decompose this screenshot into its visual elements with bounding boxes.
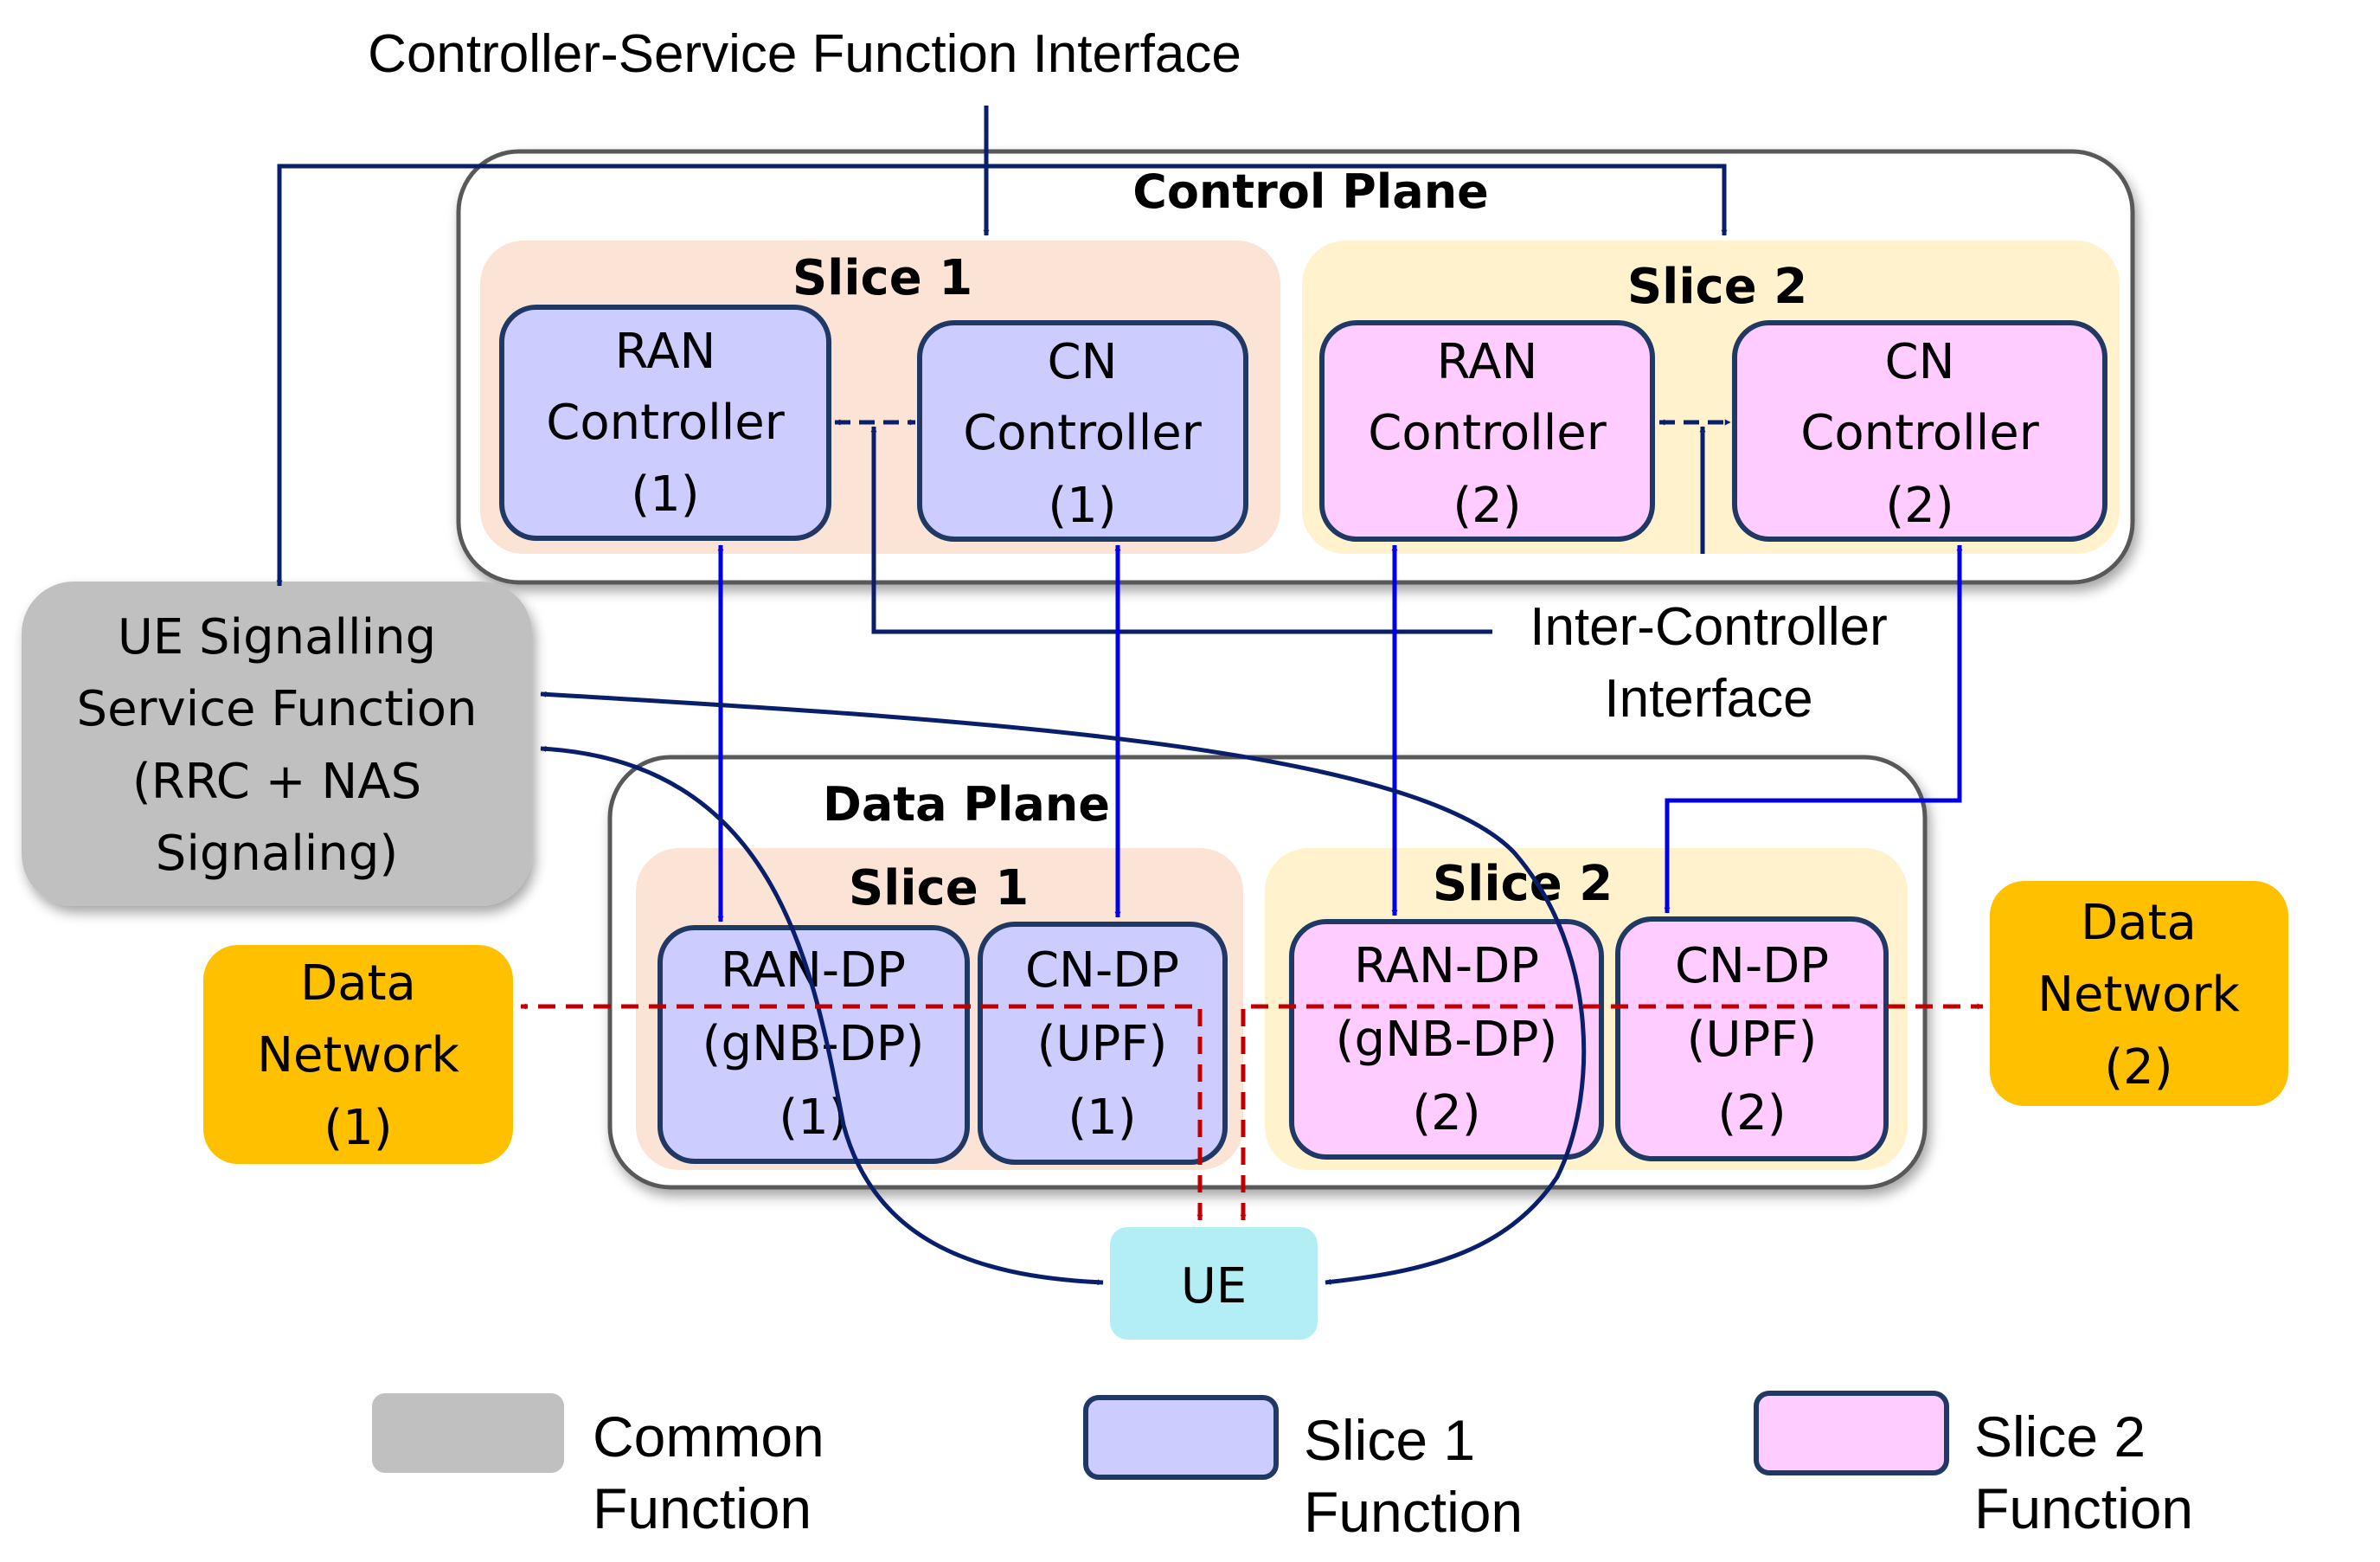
- svg-text:RAN-DP: RAN-DP: [1354, 938, 1539, 994]
- svg-text:Slice 2: Slice 2: [1974, 1405, 2146, 1469]
- svg-text:(gNB-DP): (gNB-DP): [1336, 1012, 1558, 1068]
- cn-dp-1: CN-DP (UPF) (1): [978, 922, 1228, 1165]
- svg-text:Function: Function: [1304, 1480, 1523, 1544]
- controller-service-interface-lines: [276, 106, 1728, 587]
- controller-service-interface-label: Controller-Service Function Interface: [368, 24, 1241, 84]
- svg-text:CN-DP: CN-DP: [1675, 938, 1829, 994]
- cn-controller-1: CN Controller (1): [917, 320, 1248, 542]
- svg-text:Common: Common: [593, 1405, 824, 1469]
- legend-slice-2: Slice 2 Function: [1754, 1391, 2193, 1540]
- ue-device: UE: [1110, 1227, 1318, 1340]
- svg-text:(1): (1): [1068, 1090, 1136, 1146]
- cn-controller-2: CN Controller (2): [1732, 320, 2107, 542]
- svg-text:RAN: RAN: [615, 324, 716, 380]
- svg-text:Controller: Controller: [1368, 405, 1607, 461]
- svg-text:(1): (1): [1048, 478, 1116, 534]
- svg-text:(1): (1): [631, 466, 699, 523]
- control-plane-title: Control Plane: [1132, 164, 1489, 219]
- svg-text:(1): (1): [324, 1100, 392, 1156]
- svg-text:(2): (2): [1885, 478, 1953, 534]
- svg-text:Function: Function: [1974, 1476, 2193, 1540]
- svg-text:Slice 1: Slice 1: [1304, 1408, 1475, 1472]
- svg-text:UE: UE: [1181, 1258, 1247, 1315]
- svg-text:(2): (2): [1717, 1085, 1786, 1141]
- ran-controller-2: RAN Controller (2): [1319, 320, 1655, 542]
- svg-text:(2): (2): [1412, 1085, 1480, 1141]
- svg-text:Data: Data: [2081, 895, 2197, 951]
- svg-text:(UPF): (UPF): [1037, 1016, 1168, 1072]
- ue-signalling-service-function: UE Signalling Service Function (RRC + NA…: [22, 582, 532, 906]
- svg-text:(UPF): (UPF): [1687, 1012, 1818, 1068]
- legend-slice-1: Slice 1 Function: [1083, 1395, 1523, 1544]
- svg-text:CN: CN: [1048, 334, 1118, 390]
- data-network-1: Data Network (1): [203, 945, 513, 1164]
- inter-controller-interface-label-line2: Interface: [1604, 669, 1812, 729]
- svg-text:Controller: Controller: [546, 395, 785, 451]
- inter-controller-interface-label-line1: Inter-Controller: [1530, 597, 1887, 657]
- svg-text:Data: Data: [300, 955, 416, 1012]
- svg-text:Controller: Controller: [963, 405, 1202, 461]
- ran-controller-1: RAN Controller (1): [499, 305, 831, 541]
- svg-text:Signaling): Signaling): [156, 826, 398, 882]
- svg-text:(gNB-DP): (gNB-DP): [702, 1016, 925, 1072]
- svg-text:(RRC + NAS: (RRC + NAS: [132, 754, 421, 810]
- svg-text:Service Function: Service Function: [77, 681, 478, 737]
- control-plane-slice-1-title: Slice 1: [792, 250, 972, 306]
- svg-text:RAN: RAN: [1437, 334, 1538, 390]
- svg-text:Function: Function: [593, 1476, 812, 1540]
- svg-text:(2): (2): [2104, 1039, 2172, 1096]
- svg-text:CN-DP: CN-DP: [1025, 942, 1179, 999]
- svg-text:(2): (2): [1453, 478, 1521, 534]
- svg-text:Network: Network: [257, 1027, 459, 1083]
- svg-text:UE Signalling: UE Signalling: [118, 609, 436, 665]
- svg-text:CN: CN: [1885, 334, 1955, 390]
- data-plane-title: Data Plane: [823, 777, 1110, 832]
- data-plane-slice-1-title: Slice 1: [849, 860, 1029, 916]
- svg-text:Network: Network: [2037, 967, 2240, 1023]
- legend: Common Function Slice 1 Function Slice 2…: [372, 1391, 2193, 1544]
- data-network-2: Data Network (2): [1990, 881, 2288, 1106]
- ran-dp-1: RAN-DP (gNB-DP) (1): [658, 925, 970, 1164]
- svg-text:Controller: Controller: [1800, 405, 2039, 461]
- ran-dp-2: RAN-DP (gNB-DP) (2): [1289, 919, 1604, 1160]
- legend-common: Common Function: [372, 1393, 824, 1540]
- control-plane-slice-2-title: Slice 2: [1627, 259, 1807, 315]
- cn-dp-2: CN-DP (UPF) (2): [1615, 916, 1889, 1161]
- user-data-paths: [520, 1003, 1984, 1221]
- inter-controller-interface-lines: [834, 419, 1731, 634]
